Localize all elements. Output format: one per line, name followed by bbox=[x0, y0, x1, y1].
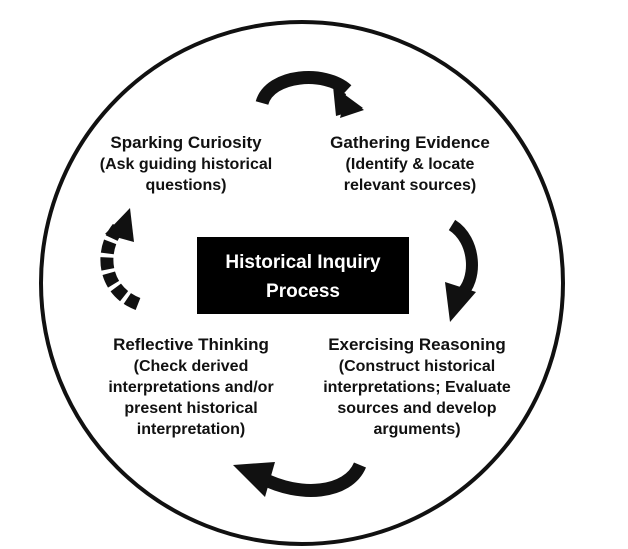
stage-desc-line: relevant sources) bbox=[344, 177, 477, 194]
center-title-line1: Historical Inquiry bbox=[225, 252, 381, 273]
stage-title: Exercising Reasoning bbox=[328, 335, 506, 354]
outer-circle bbox=[39, 20, 565, 546]
stage-title: Sparking Curiosity bbox=[110, 133, 262, 152]
stage-exercising-reasoning: Exercising Reasoning (Construct historic… bbox=[323, 335, 511, 438]
stage-title: Gathering Evidence bbox=[330, 133, 490, 152]
stage-desc-line: questions) bbox=[146, 177, 227, 194]
stage-desc-line: (Check derived bbox=[134, 358, 249, 375]
stage-reflective-thinking: Reflective Thinking (Check derived inter… bbox=[108, 335, 273, 438]
top-arrow-icon bbox=[255, 71, 364, 118]
stage-title: Reflective Thinking bbox=[113, 335, 269, 354]
stage-desc-line: interpretations; Evaluate bbox=[323, 379, 511, 396]
stage-desc-line: arguments) bbox=[373, 421, 460, 438]
stage-sparking-curiosity: Sparking Curiosity (Ask guiding historic… bbox=[100, 133, 272, 194]
right-arrow-icon bbox=[445, 219, 478, 322]
stage-gathering-evidence: Gathering Evidence (Identify & locate re… bbox=[330, 133, 490, 194]
stage-desc-line: interpretation) bbox=[137, 421, 245, 438]
stage-desc-line: (Identify & locate bbox=[346, 156, 475, 173]
center-box bbox=[197, 237, 409, 314]
stage-desc-line: sources and develop bbox=[337, 400, 496, 417]
stage-desc-line: (Construct historical bbox=[339, 358, 495, 375]
stage-desc-line: interpretations and/or bbox=[108, 379, 273, 396]
center-title-line2: Process bbox=[266, 281, 340, 302]
left-dashed-arrow-icon bbox=[100, 208, 141, 311]
bottom-arrow-icon bbox=[233, 461, 367, 497]
stage-desc-line: present historical bbox=[124, 400, 257, 417]
stage-desc-line: (Ask guiding historical bbox=[100, 156, 272, 173]
